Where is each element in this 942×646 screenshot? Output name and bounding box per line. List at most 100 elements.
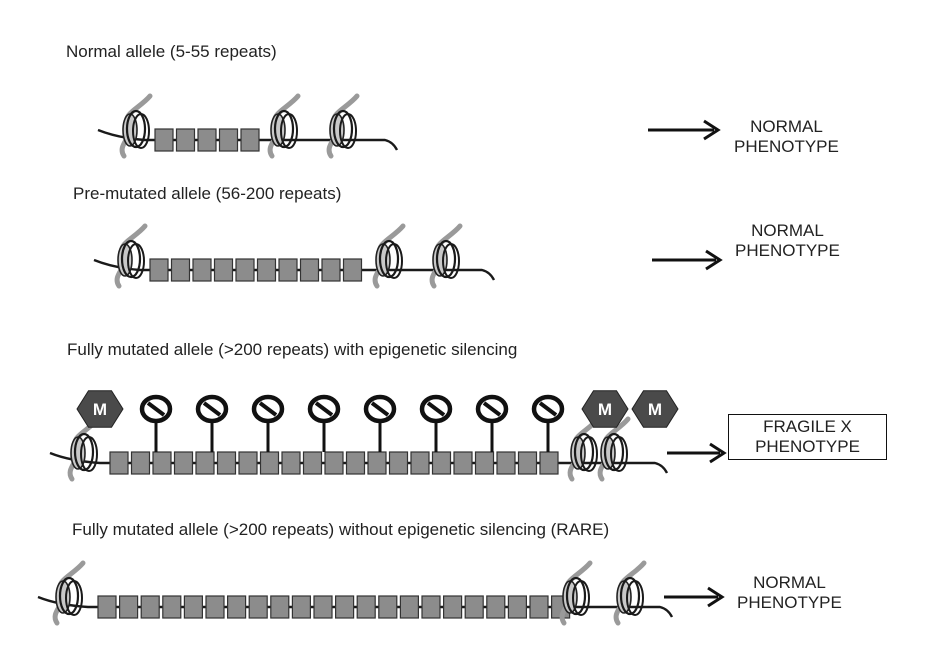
blocked-sign-icon [195,394,229,452]
cgg-repeat-icon [517,451,538,475]
methyl-label: M [93,400,107,419]
blocked-slash [258,401,278,417]
cgg-repeat-icon [149,258,169,282]
cgg-repeat-icon [248,595,268,619]
row-2-phenotype-line1: NORMAL [751,221,824,240]
dna-wrap [332,109,354,149]
cgg-repeat-icon [170,258,191,282]
cgg-repeat-icon [399,595,419,619]
cgg-repeat-icon [154,128,174,152]
dna-wrap [58,576,80,616]
cgg-repeat-icon [335,595,355,619]
methyl-hexagon-icon: M [76,390,124,428]
dna-wrap [580,436,598,472]
cgg-repeat-icon [345,451,366,475]
nucleosome-icon [52,560,86,626]
blocked-sign-icon [475,394,509,452]
dna-wrap [442,243,460,279]
cgg-repeat-icon [173,451,194,475]
methyl-hexagon-icon: M [581,390,629,428]
dna-wrap [80,436,98,472]
blocked-slash [146,401,166,417]
cgg-repeat-icon [218,128,239,152]
cgg-repeat-icon [278,258,298,282]
blocked-sign-icon [139,394,173,452]
cgg-repeat-icon [388,451,409,475]
arrow-right-icon [652,249,723,271]
allele-row-4 [37,560,674,626]
cgg-repeat-icon [453,451,473,475]
nucleosome-icon [67,416,101,482]
cgg-repeat-icon [539,451,559,475]
row-4-phenotype-line2: PHENOTYPE [737,593,842,612]
nucleosome-icon [372,223,406,289]
cgg-repeat-icon [378,595,398,619]
cgg-repeat-icon [421,595,441,619]
arrow-head [707,586,725,608]
row-2-phenotype: NORMAL PHENOTYPE [735,221,840,261]
cgg-repeat-icon [213,258,234,282]
cgg-repeat-icon [109,451,129,475]
dna-wrap [73,432,95,472]
dna-wrap [573,432,595,472]
dna-wrap [127,243,145,279]
cgg-repeat-icon [118,595,139,619]
dna-wrap [65,580,83,616]
blocked-slash [426,401,446,417]
dna-wrap [280,113,298,149]
dna-wrap [610,436,628,472]
blocked-sign-icon [307,394,341,452]
cgg-repeat-icon [410,451,430,475]
row-1-phenotype-line2: PHENOTYPE [734,137,839,156]
row-3-phenotype: FRAGILE X PHENOTYPE [728,414,887,460]
dna-wrap [385,243,403,279]
cgg-repeat-icon [342,258,363,282]
cgg-repeat-icon [259,451,280,475]
blocked-slash [482,401,502,417]
dna-wrap [603,432,625,472]
row-3-label: Fully mutated allele (>200 repeats) with… [67,340,518,359]
methyl-hexagon-icon: M [631,390,679,428]
cgg-repeat-icon [195,451,215,475]
nucleosome-icon [326,93,360,159]
row-4-phenotype: NORMAL PHENOTYPE [737,573,842,613]
cgg-repeat-icon [240,128,260,152]
cgg-repeat-icon [192,258,212,282]
arrow-right-icon [648,119,721,141]
nucleosome-icon [267,93,301,159]
row-1-phenotype: NORMAL PHENOTYPE [734,117,839,157]
row-1-phenotype-line1: NORMAL [750,117,823,136]
cgg-repeat-icon [299,258,320,282]
methyl-hexagon [76,390,124,428]
cgg-repeat-icon [197,128,217,152]
nucleosome-icon [597,416,631,482]
cgg-repeat-icon [270,595,290,619]
dna-wrap [565,576,587,616]
cgg-repeat-icon [256,258,277,282]
blocked-sign-icon [531,394,565,452]
blocked-sign-icon [251,394,285,452]
cgg-repeat-icon [152,451,172,475]
methyl-label: M [648,400,662,419]
cgg-repeat-icon [183,595,203,619]
row-4-label: Fully mutated allele (>200 repeats) with… [72,520,610,539]
allele-row-1 [97,93,399,159]
cgg-repeat-icon [205,595,225,619]
methyl-hexagon [581,390,629,428]
cgg-repeat-icon [162,595,182,619]
cgg-repeat-icon [302,451,323,475]
blocked-slash [538,401,558,417]
arrow-right-icon [664,586,725,608]
arrow-head [705,249,723,271]
dna-wrap [378,239,400,279]
cgg-repeat-icon [321,258,341,282]
cgg-repeat-icon [486,595,506,619]
arrow-head [709,442,727,464]
nucleosome-icon [114,223,148,289]
cgg-repeat-icon [291,595,311,619]
cgg-repeat-icon [140,595,160,619]
row-3-phenotype-line2: PHENOTYPE [755,437,860,456]
blocked-slash [314,401,334,417]
row-4-phenotype-line1: NORMAL [753,573,826,592]
